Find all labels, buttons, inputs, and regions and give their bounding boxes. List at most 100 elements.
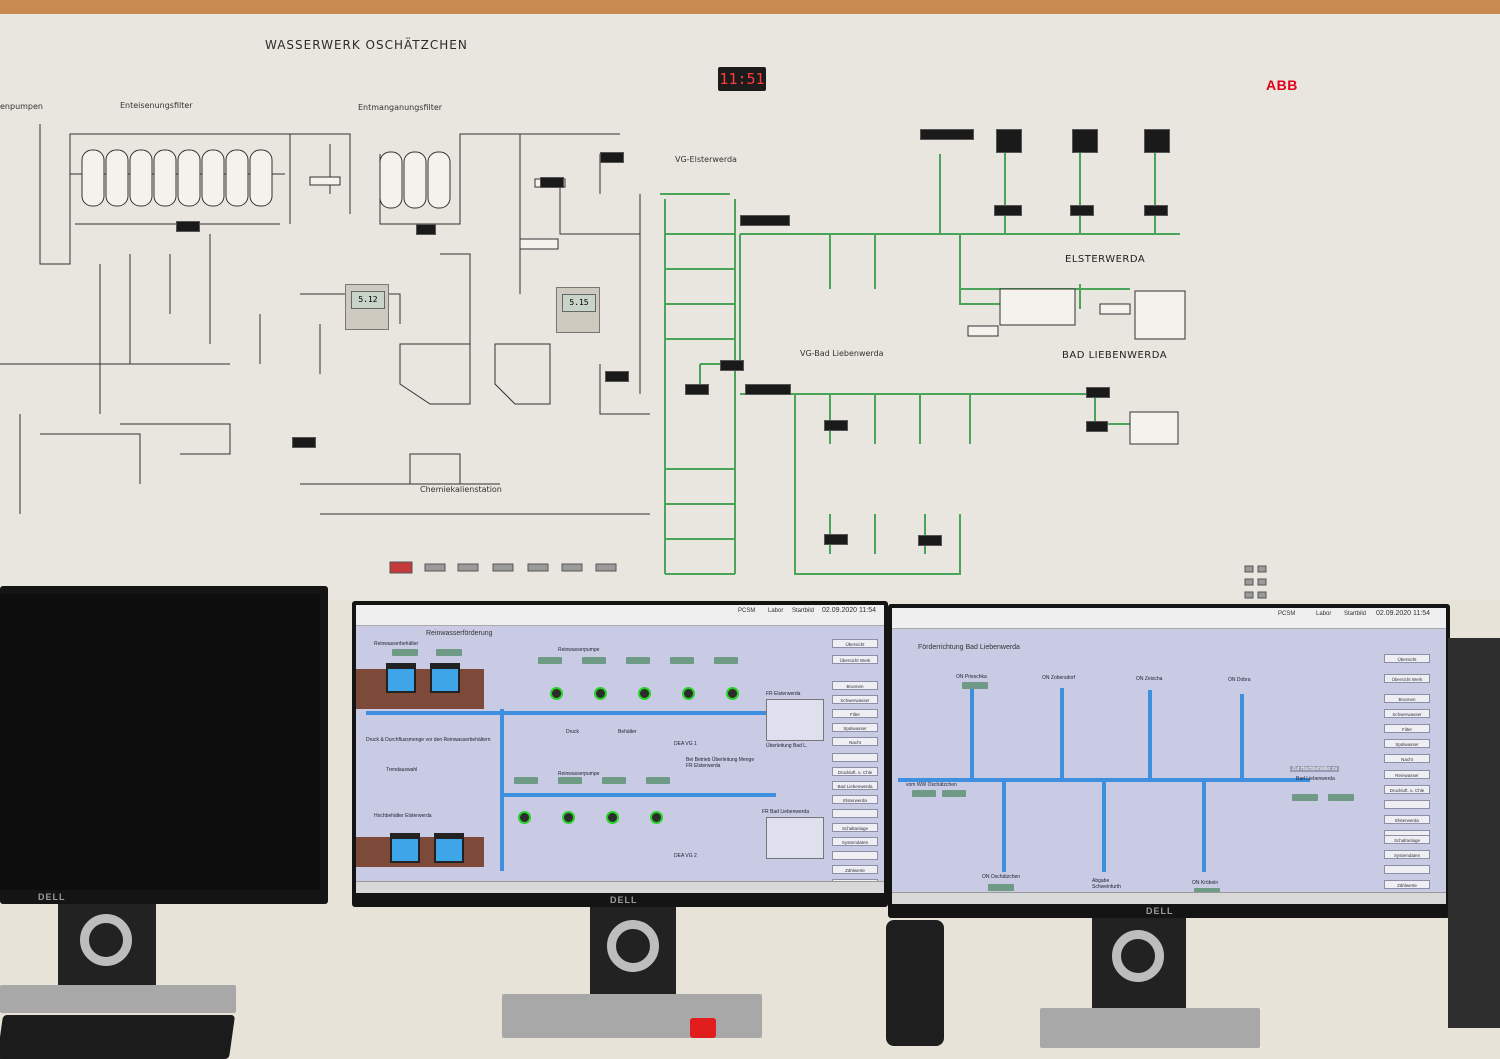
led-display xyxy=(1070,205,1094,216)
screen-title: Reinwasserförderung xyxy=(426,630,493,637)
value-cell xyxy=(670,657,694,664)
nav-button[interactable]: Nacht xyxy=(1384,754,1430,763)
nav-button[interactable]: Spülwasser xyxy=(832,723,878,732)
nav-button[interactable]: Filter xyxy=(1384,724,1430,733)
fr-elsterwerda-panel xyxy=(766,699,824,741)
keyboard[interactable] xyxy=(0,1015,236,1059)
pump-icon[interactable] xyxy=(650,811,663,824)
label-bad-liebenwerda: Bad Liebenwerda xyxy=(1296,776,1335,782)
nav-button[interactable]: Bad Liebenwerda xyxy=(832,781,878,790)
value-cell xyxy=(1194,888,1220,895)
nav-button[interactable]: Schwerwasser xyxy=(1384,709,1430,718)
nav-button[interactable]: Systemdaten xyxy=(832,837,878,846)
pipe xyxy=(1002,780,1006,872)
controller-readout: 5.15 xyxy=(562,294,596,312)
label-ueberleitung: Überleitung Bad L. xyxy=(766,743,808,749)
nav-button[interactable]: Brunnen xyxy=(832,681,878,690)
toolbar-datetime: 02.09.2020 11:54 xyxy=(822,607,876,614)
nav-button[interactable] xyxy=(1384,800,1430,809)
nav-button[interactable]: Schaltanlage xyxy=(1384,835,1430,844)
pump-icon[interactable] xyxy=(594,687,607,700)
cable-hole xyxy=(80,914,132,966)
label-elsterwerda: ELSTERWERDA xyxy=(1065,254,1146,265)
value-cell xyxy=(988,884,1014,891)
label-fr-elsterwerda: FR Elsterwerda xyxy=(766,691,801,697)
nav-button[interactable] xyxy=(832,753,878,762)
pump-icon[interactable] xyxy=(550,687,563,700)
toolbar-labor[interactable]: Labor xyxy=(768,608,784,614)
nav-button[interactable]: Systemdaten xyxy=(1384,850,1430,859)
nav-button[interactable]: Elsterwerda xyxy=(832,795,878,804)
left-monitor-base xyxy=(0,985,236,1013)
nav-button[interactable] xyxy=(832,809,878,818)
pump-icon[interactable] xyxy=(638,687,651,700)
board-title: WASSERWERK OSCHÄTZCHEN xyxy=(265,38,468,52)
main-pipe xyxy=(366,711,776,715)
nav-button[interactable]: Übersicht Werk xyxy=(1384,674,1430,683)
right-monitor-screen: PCSM Labor Startbild 02.09.2020 11:54 Fö… xyxy=(892,608,1446,904)
dell-logo: DELL xyxy=(1146,906,1174,916)
pipe xyxy=(1060,688,1064,778)
nav-button[interactable]: Druckluft. u. Chle xyxy=(1384,785,1430,794)
nav-button[interactable]: Übersicht xyxy=(1384,654,1430,663)
nav-button[interactable]: Elsterwerda xyxy=(1384,815,1430,824)
water-tank xyxy=(430,663,460,693)
toolbar-labor[interactable]: Labor xyxy=(1316,611,1332,617)
pipe xyxy=(500,793,776,797)
toolbar-startbild[interactable]: Startbild xyxy=(792,608,815,614)
pump-icon[interactable] xyxy=(606,811,619,824)
led-display xyxy=(1086,421,1108,432)
label-dea-vg2: DEA VG 2 xyxy=(674,853,697,859)
nav-button[interactable]: Übersicht Werk xyxy=(832,655,878,664)
board-schematic xyxy=(0,124,1267,599)
led-display xyxy=(1072,129,1098,153)
nav-button[interactable]: Zählwerte xyxy=(1384,880,1430,889)
scada-toolbar: PCSM Labor Startbild 02.09.2020 11:54 xyxy=(356,605,884,626)
nav-button[interactable]: Nacht xyxy=(832,737,878,746)
toolbar-datetime: 02.09.2020 11:54 xyxy=(1376,610,1430,617)
pump-icon[interactable] xyxy=(726,687,739,700)
value-cell xyxy=(558,777,582,784)
nav-button[interactable]: Reinwasser xyxy=(1384,770,1430,779)
center-monitor: PCSM Labor Startbild 02.09.2020 11:54 Re… xyxy=(352,601,888,907)
nav-button[interactable]: Spülwasser xyxy=(1384,739,1430,748)
value-cell xyxy=(436,649,462,656)
pipe xyxy=(1202,780,1206,872)
label-hochbehaelter: Hochbehälter Elsterwerda xyxy=(374,813,432,819)
pump-icon[interactable] xyxy=(562,811,575,824)
led-display xyxy=(600,152,624,163)
value-cell xyxy=(582,657,606,664)
pump-icon[interactable] xyxy=(682,687,695,700)
led-display xyxy=(605,371,629,382)
toolbar-startbild[interactable]: Startbild xyxy=(1344,611,1367,617)
label-druck: Druck xyxy=(566,729,580,735)
nav-button[interactable] xyxy=(832,851,878,860)
pump-icon[interactable] xyxy=(518,811,531,824)
label-abgabe-schweinfurth: Abgabe Schweinfurth xyxy=(1092,878,1121,890)
water-tank xyxy=(386,663,416,693)
fr-bad-liebenwerda-panel xyxy=(766,817,824,859)
led-display xyxy=(292,437,316,448)
nav-button[interactable] xyxy=(1384,865,1430,874)
label-pumpen: enpumpen xyxy=(0,102,44,111)
led-display xyxy=(176,221,200,232)
nav-button[interactable]: Druckluft. u. Chle xyxy=(832,767,878,776)
led-display xyxy=(1086,387,1110,398)
label-dea-vg1: DEA VG 1 xyxy=(674,741,697,747)
nav-button[interactable]: Filter xyxy=(832,709,878,718)
led-display xyxy=(685,384,709,395)
left-monitor: DELL xyxy=(0,586,328,904)
led-display xyxy=(540,177,564,188)
nav-button[interactable]: Übersicht xyxy=(832,639,878,648)
label-on-oschaetzchen: ON Oschätzchen xyxy=(982,874,1021,880)
led-display xyxy=(918,535,942,546)
nav-button[interactable]: Schaltanlage xyxy=(832,823,878,832)
value-cell xyxy=(392,649,418,656)
nav-button[interactable]: Brunnen xyxy=(1384,694,1430,703)
led-display xyxy=(824,420,848,431)
nav-button[interactable]: Zählwerte xyxy=(832,865,878,874)
led-display xyxy=(1144,129,1170,153)
label-behaelter: Behälter xyxy=(618,729,637,735)
nav-button[interactable]: Schwerwasser xyxy=(832,695,878,704)
label-on-kroebeln: ON Kröbeln xyxy=(1192,880,1219,886)
